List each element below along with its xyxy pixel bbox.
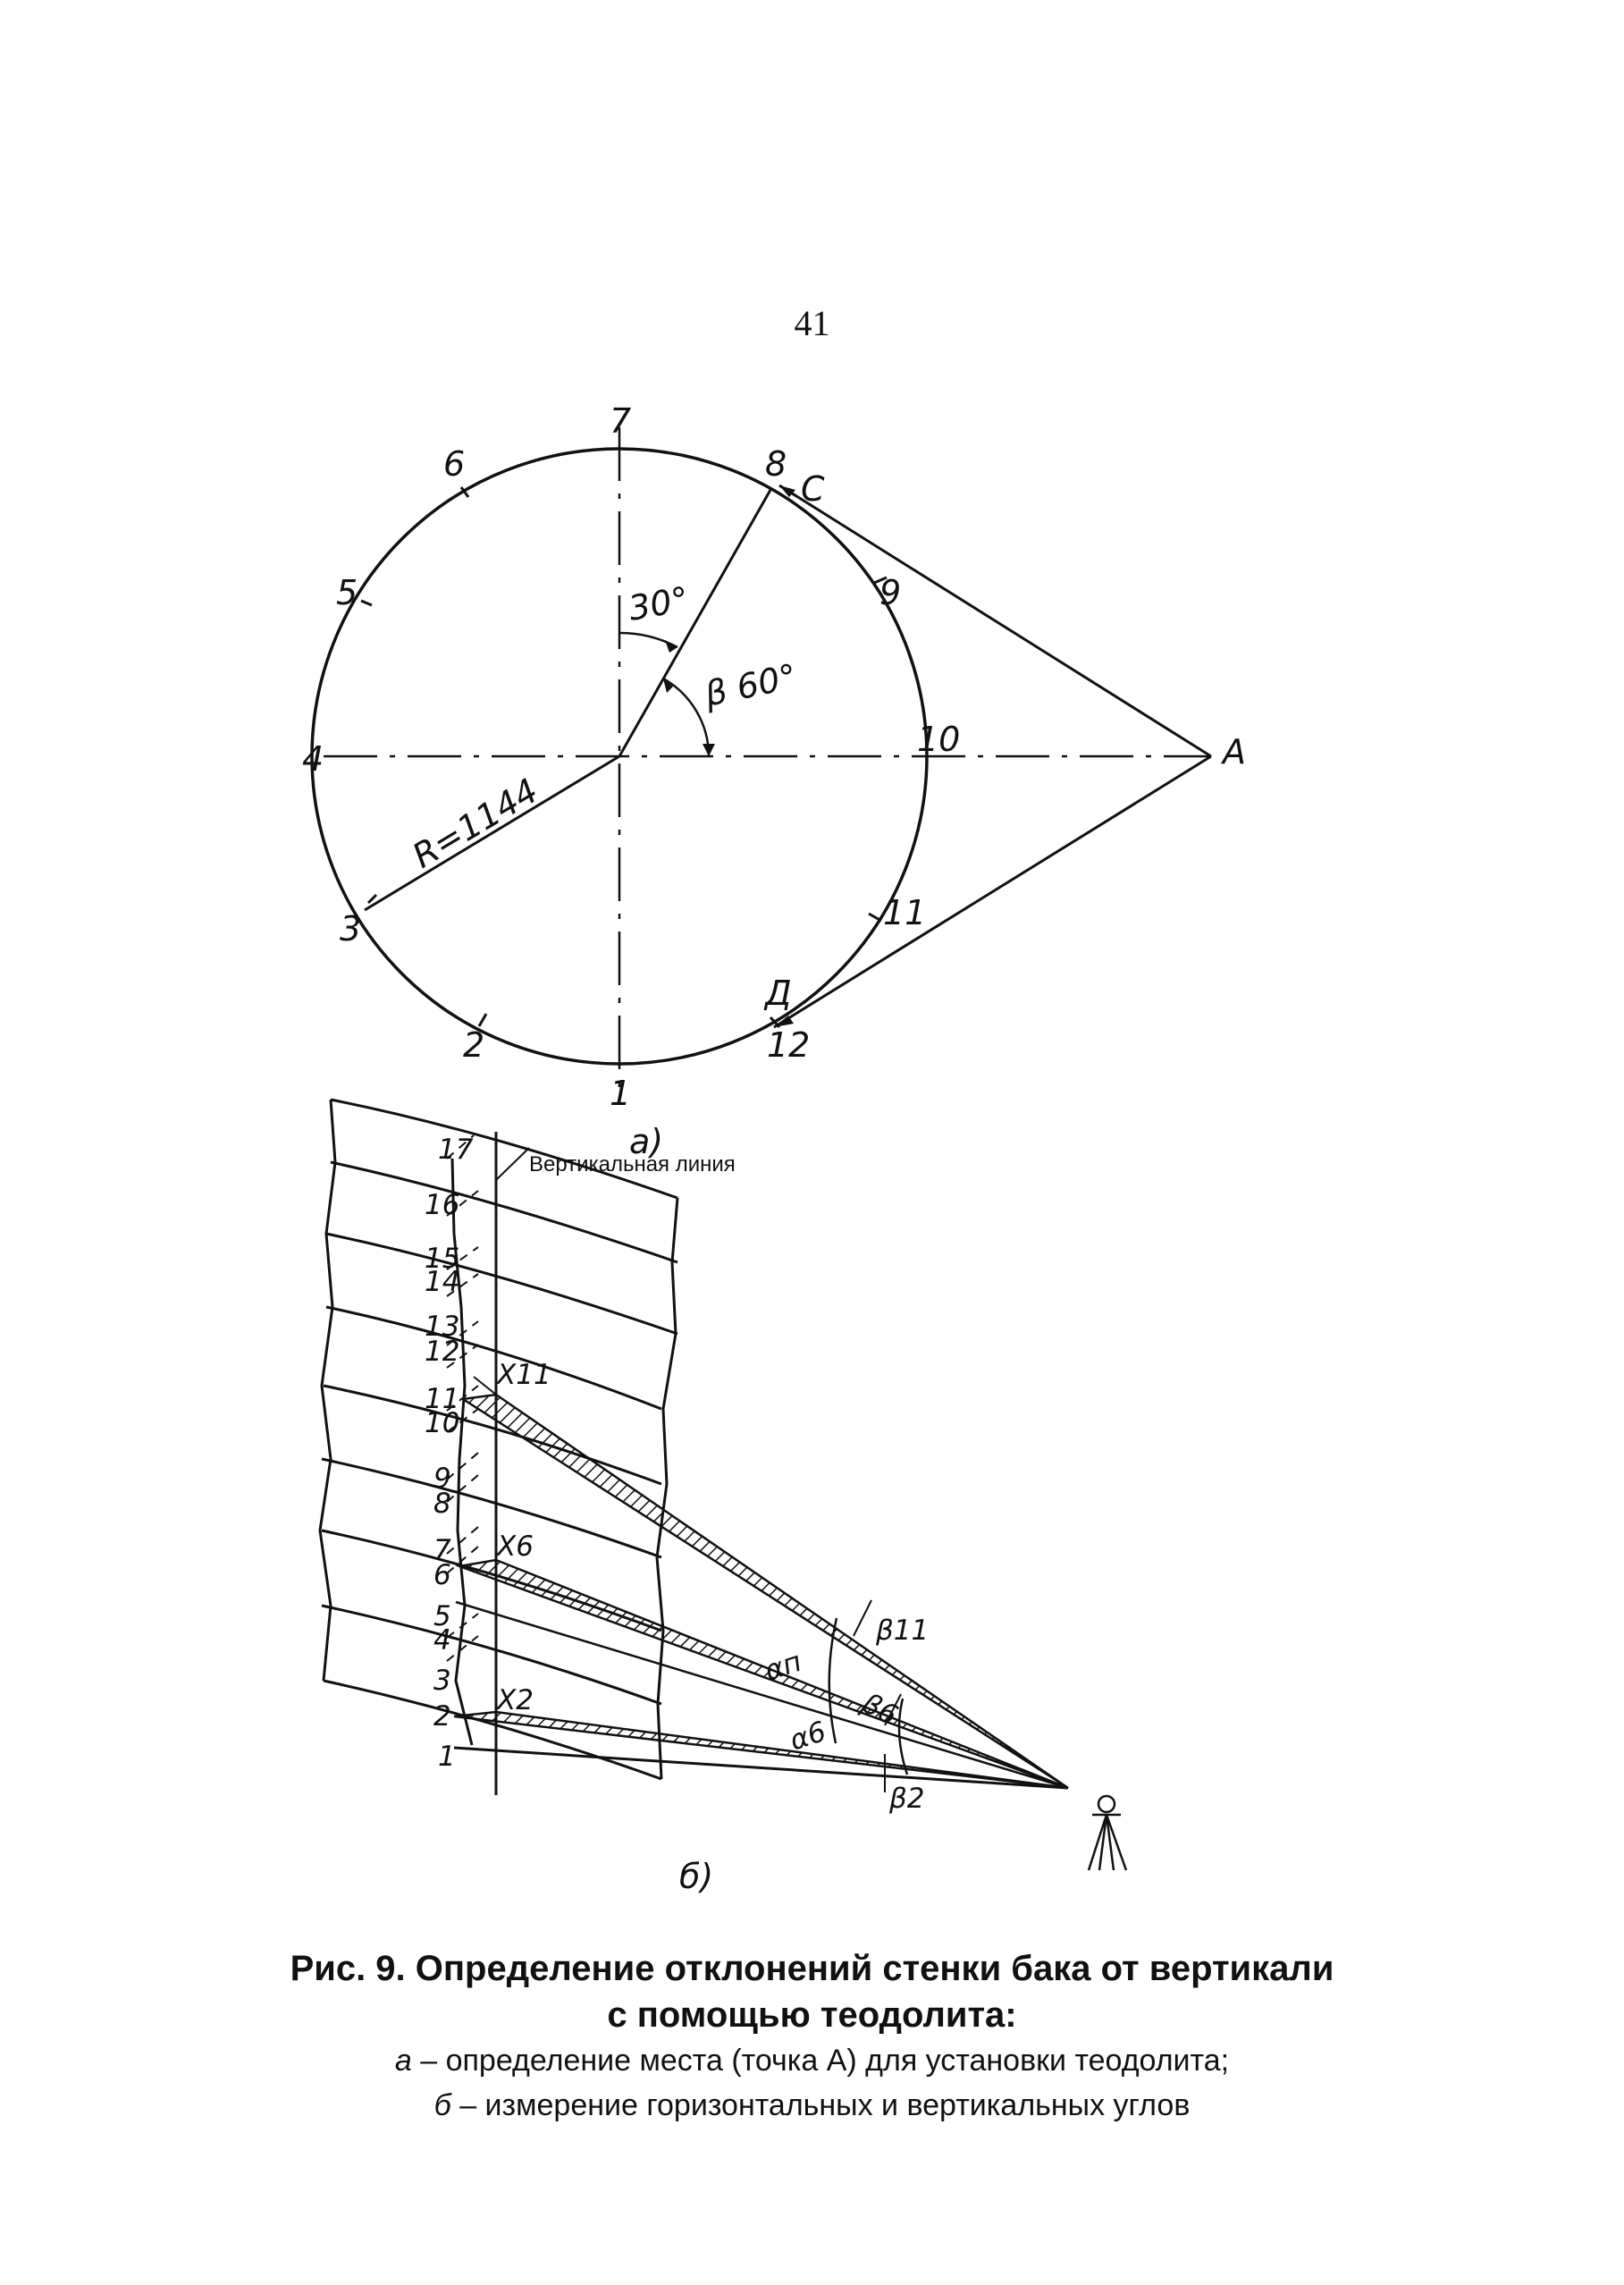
tick-mark: [459, 486, 470, 498]
tick-mark: [360, 599, 373, 607]
tangent-line-lower: [773, 755, 1212, 1029]
angle-beta-label: β 60°: [701, 656, 801, 714]
tick-mark: [873, 576, 888, 585]
caption-item-a: а – определение места (точка А) для уста…: [0, 2044, 1624, 2078]
tick-mark: [868, 912, 882, 923]
belt-number-5: 5: [433, 1600, 451, 1632]
x6-label: X6: [495, 1530, 534, 1563]
belt-number-17: 17: [438, 1134, 474, 1166]
point-label-7: 7: [610, 401, 631, 441]
sighting-wedge-2: [453, 1710, 1069, 1790]
sighting-wedge-11: [459, 1393, 1069, 1790]
caption-item-a-letter: а: [394, 2044, 412, 2078]
belt-number-13: 13: [425, 1311, 459, 1343]
tick-mark: [477, 1013, 488, 1027]
wall-seam: [325, 1232, 678, 1336]
figure-a-labels: 1 2 3 4 5 6 7 8 9 10 11 12 A C Д 30° β 6…: [302, 401, 1246, 1161]
point-label-6: 6: [443, 444, 465, 484]
beta-2-label: β2: [888, 1783, 925, 1815]
wall-seam: [321, 1457, 662, 1559]
figure-b-sublabel: б): [679, 1857, 713, 1896]
point-label-4: 4: [302, 739, 324, 779]
belt-number-2: 2: [433, 1700, 451, 1733]
wall-seam: [321, 1604, 662, 1706]
figure-a-arrowheads: [663, 485, 795, 1027]
wall-right-edge: [655, 1197, 679, 1780]
belt-number-11: 11: [425, 1383, 459, 1415]
x2-label: X2: [495, 1684, 534, 1716]
sight-line: [453, 1746, 1069, 1790]
wall-seam: [325, 1305, 662, 1411]
point-label-11: 11: [883, 893, 926, 932]
wall-profile: [450, 1158, 474, 1746]
belt-number-1: 1: [438, 1741, 456, 1773]
point-label-A: A: [1220, 732, 1246, 772]
belt-number-14: 14: [425, 1266, 459, 1298]
sight-line: [455, 1600, 1069, 1790]
point-label-2: 2: [463, 1025, 484, 1065]
belt-number-8: 8: [433, 1488, 451, 1520]
theodolite-icon: [1087, 1794, 1128, 1871]
belt-number-12: 12: [425, 1336, 459, 1368]
caption-title-line-1: Рис. 9. Определение отклонений стенки ба…: [290, 1949, 1334, 1988]
belt-number-4: 4: [433, 1624, 451, 1657]
caption-item-b-text: – измерение горизонтальных и вертикальны…: [450, 2088, 1191, 2122]
radius-label: R=1144: [406, 771, 544, 876]
point-label-D: Д: [763, 974, 792, 1013]
angle-beta-arc: [662, 677, 711, 757]
caption-title-line-2: с помощью теодолита:: [607, 1995, 1017, 2035]
point-label-C: C: [801, 469, 825, 509]
beta-6-marker: [884, 1693, 902, 1726]
point-label-9: 9: [879, 573, 901, 612]
wall-seam-bottom: [323, 1679, 662, 1781]
point-label-1: 1: [610, 1074, 631, 1113]
caption-item-a-text: – определение места (точка А) для устано…: [411, 2044, 1230, 2078]
alpha-n-arc: [828, 1617, 838, 1744]
vertical-line-label: Вертикальная линия: [529, 1152, 736, 1176]
belt-number-3: 3: [433, 1665, 451, 1697]
vertical-line-leader: [495, 1147, 530, 1181]
point-label-8: 8: [765, 444, 787, 484]
wall-seam: [323, 1384, 662, 1486]
alpha-6-arc: [897, 1698, 909, 1775]
point-label-5: 5: [336, 573, 358, 612]
belt-number-9: 9: [433, 1463, 451, 1495]
figure-a-sublabel: a): [629, 1122, 663, 1161]
caption-item-b-letter: б: [433, 2088, 451, 2122]
sighting-wedge-6: [455, 1558, 1069, 1790]
tangent-line-upper: [778, 484, 1212, 758]
x11-leader: [473, 1376, 497, 1395]
wall-seam-top: [330, 1098, 678, 1200]
belt-number-16: 16: [425, 1189, 459, 1221]
figure-b-labels: 1 2 3 4 5 6 7 8 9 10 11 12 13 14 15 16 1…: [425, 1134, 929, 1896]
point-label-10: 10: [917, 720, 960, 759]
belt-number-10: 10: [425, 1407, 459, 1439]
belt-number-15: 15: [425, 1243, 459, 1275]
x11-label: X11: [495, 1359, 551, 1391]
beta-line: [618, 489, 772, 757]
point-label-3: 3: [340, 909, 361, 949]
caption-item-b: б – измерение горизонтальных и вертикаль…: [0, 2088, 1624, 2123]
figure-a-plan: [310, 427, 1212, 1091]
belt-number-7: 7: [433, 1534, 451, 1566]
tick-mark: [366, 893, 378, 905]
radius-line: [364, 755, 620, 912]
point-label-12: 12: [767, 1025, 810, 1065]
angle-30-label: 30°: [626, 579, 692, 628]
belt-number-6: 6: [433, 1559, 451, 1591]
beta-11-marker: [853, 1599, 872, 1637]
beta-11-label: β11: [875, 1615, 929, 1647]
wall-left-edge: [318, 1099, 337, 1682]
page-number: 41: [794, 303, 830, 343]
figure-b-elevation: [318, 1098, 1128, 1871]
